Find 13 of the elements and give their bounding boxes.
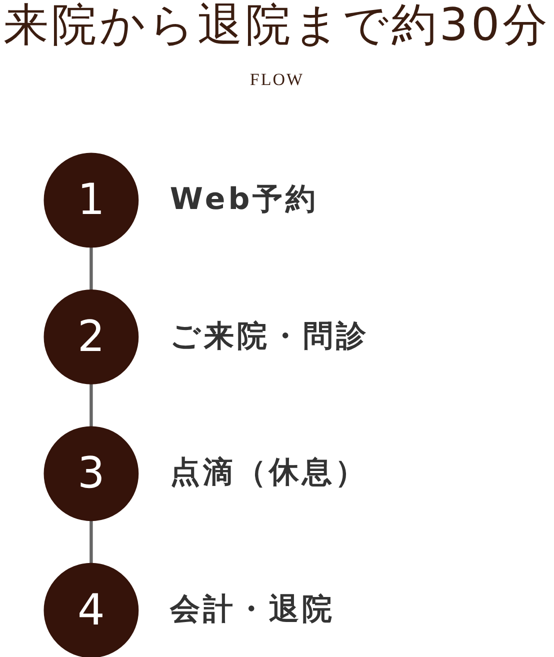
step-label: 点滴（休息） bbox=[170, 455, 368, 492]
connector-line bbox=[89, 520, 93, 564]
step-number: 2 bbox=[77, 310, 105, 364]
step-label: 会計・退院 bbox=[170, 592, 335, 628]
connector-line bbox=[89, 384, 93, 426]
step-label: Web予約 bbox=[170, 182, 319, 218]
subtitle-label: FLOW bbox=[250, 70, 304, 89]
title: 来院から退院まで約30分 bbox=[2, 0, 552, 50]
step-number: 1 bbox=[77, 174, 105, 227]
step-label: ご来院・問診 bbox=[170, 318, 369, 355]
step-number: 3 bbox=[77, 448, 105, 500]
step-number: 4 bbox=[77, 584, 105, 637]
connector-line bbox=[89, 246, 93, 290]
